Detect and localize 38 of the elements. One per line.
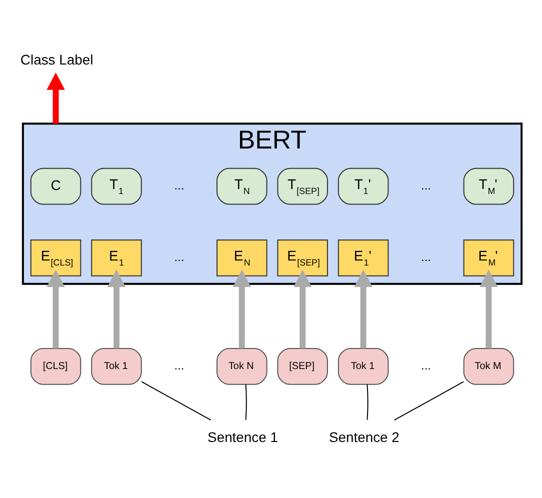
label: ...: [174, 178, 184, 192]
node-box: E$_{[CLS]}$: [30, 239, 82, 276]
node-box: E$_{1}$': [338, 239, 389, 276]
node-box: [SEP]: [277, 348, 328, 384]
node-box: Tok 1: [91, 348, 142, 384]
node-box: [CLS]: [30, 348, 82, 384]
node-text: Class Label: [20, 51, 94, 68]
node-box: T$_{M}$': [463, 167, 514, 204]
label: ...: [421, 358, 431, 372]
node-box: Tok N: [216, 348, 268, 384]
node-box: Tok M: [463, 348, 514, 384]
arrow: [107, 269, 126, 348]
arrow: [354, 269, 372, 348]
node-box: E$_{[SEP]}$: [277, 239, 328, 276]
arrow: [293, 269, 312, 348]
node-box: Tok 1: [338, 348, 389, 384]
node-box: T$_{N}$: [216, 167, 268, 204]
label: ...: [421, 178, 431, 192]
node-box: E$_{N}$: [216, 239, 268, 276]
node-box: E$_{1}$: [91, 239, 142, 276]
arrow: [480, 269, 498, 348]
node-text: Sentence 2: [328, 428, 400, 444]
label: ...: [174, 250, 184, 264]
arrow: [232, 269, 251, 348]
node-box: E$_{M}$': [463, 239, 514, 276]
node-text: Sentence 1: [208, 428, 278, 444]
node-box: C: [30, 167, 82, 204]
node-box: T$_{1}$: [91, 167, 142, 204]
node-box: T$_{1}$': [338, 167, 389, 204]
connector: [394, 380, 464, 420]
label: ...: [421, 250, 431, 264]
connector: [366, 383, 368, 420]
arrow: [46, 269, 65, 348]
connector: [245, 383, 247, 420]
connector: [141, 380, 212, 420]
node-box: T$_{[SEP]}$: [277, 167, 328, 204]
arrow: [46, 72, 65, 124]
label: ...: [174, 358, 184, 372]
